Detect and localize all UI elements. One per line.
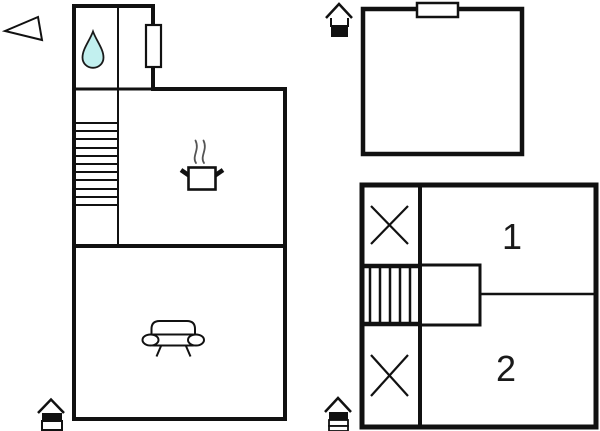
bedroom-1-label: 1 — [502, 216, 522, 257]
main-building-outline — [72, 4, 287, 421]
stairs-icon — [362, 263, 421, 327]
stair-landing — [418, 263, 482, 327]
sofa-icon — [141, 320, 205, 357]
cross-mark-icon — [370, 354, 409, 397]
building-bedrooms: 1 2 — [359, 182, 599, 430]
house-level-icon-main — [37, 397, 65, 431]
north-arrow-icon — [1, 15, 44, 42]
water-drop-icon — [81, 28, 105, 69]
window-icon — [415, 1, 460, 19]
steam-icon — [193, 139, 198, 164]
steam-icon — [201, 139, 206, 164]
radiator-icon — [144, 23, 163, 69]
building-annex — [360, 1, 525, 157]
building-main — [72, 4, 287, 421]
cross-mark-icon — [370, 205, 409, 245]
cooking-pot-icon — [179, 139, 225, 191]
bedroom-2-label: 2 — [496, 348, 516, 389]
house-level-icon-annex — [325, 2, 353, 37]
stairs-icon — [75, 122, 117, 206]
annex-outline — [360, 6, 525, 157]
house-level-icon-bedrooms — [324, 396, 352, 431]
